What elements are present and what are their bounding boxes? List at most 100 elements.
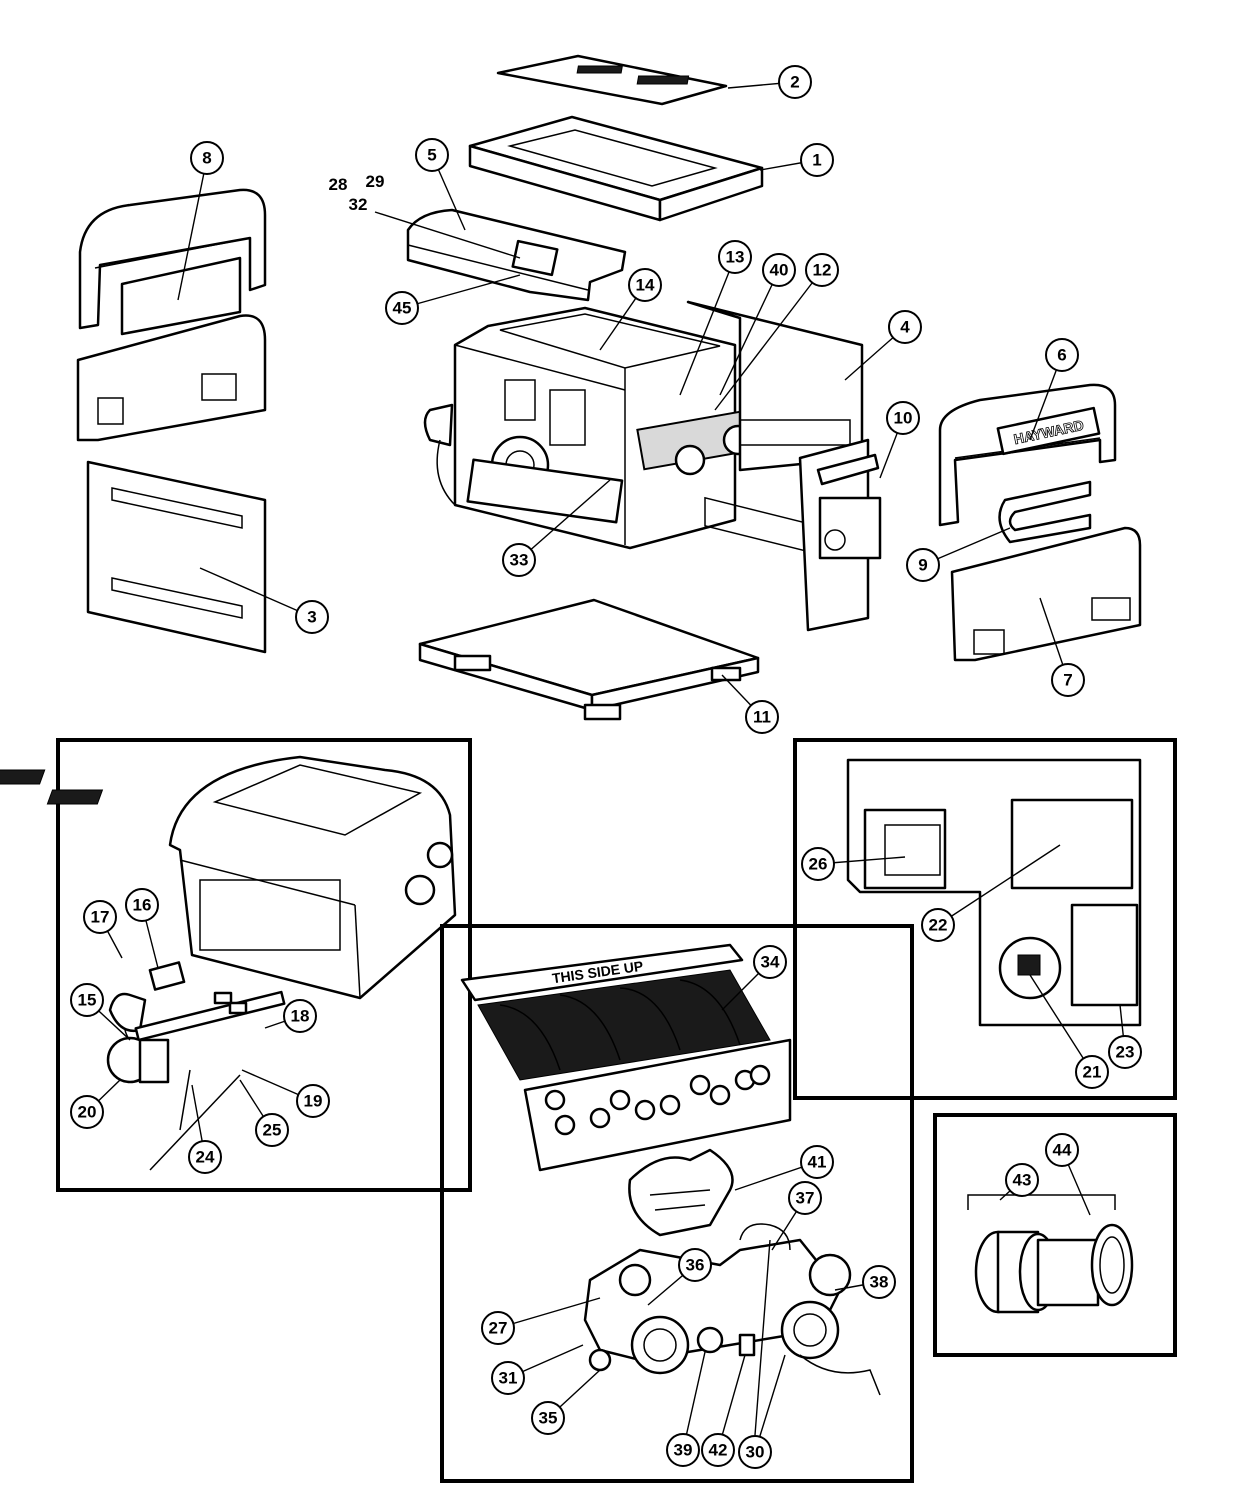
- callout-45: 45: [385, 291, 419, 325]
- callout-circle: [921, 908, 955, 942]
- leader-line-40: [719, 269, 780, 396]
- callout-number: 44: [1053, 1141, 1072, 1160]
- callout-17: 17: [83, 900, 117, 934]
- callout-30: 30: [738, 1435, 772, 1469]
- callout-circle: [800, 143, 834, 177]
- callout-41: 41: [800, 1145, 834, 1179]
- callout-number: 16: [133, 896, 152, 915]
- callout-number: 38: [870, 1273, 889, 1292]
- inset-frame-control: [793, 738, 1177, 1100]
- callout-34: 34: [753, 945, 787, 979]
- part-right-front-panel: [950, 526, 1142, 662]
- part-ignition-panel: [798, 438, 882, 632]
- callout-circle: [1045, 338, 1079, 372]
- callout-number: 40: [770, 261, 789, 280]
- leader-line-3: [199, 567, 313, 618]
- callout-label-28: 28: [329, 175, 348, 194]
- part-left-front-panel: [76, 314, 267, 442]
- callout-circle: [385, 291, 419, 325]
- callout-number: 3: [307, 608, 316, 627]
- callout-circle: [255, 1113, 289, 1147]
- callout-label-29: 29: [366, 172, 385, 191]
- callout-40: 40: [762, 253, 796, 287]
- callout-circle: [190, 141, 224, 175]
- callout-12: 12: [805, 253, 839, 287]
- part-blower-assembly: [106, 961, 286, 1171]
- callout-21: 21: [1075, 1055, 1109, 1089]
- callout-circle: [745, 700, 779, 734]
- callout-circle: [70, 983, 104, 1017]
- callout-2: 2: [778, 65, 812, 99]
- callout-14: 14: [628, 268, 662, 302]
- callout-number: 18: [291, 1007, 310, 1026]
- callout-number: 4: [900, 318, 910, 337]
- callout-number: 27: [489, 1319, 508, 1338]
- leader-line-33: [518, 479, 611, 561]
- callout-6: 6: [1045, 338, 1079, 372]
- callout-circle: [801, 847, 835, 881]
- callout-circle: [886, 401, 920, 435]
- callout-18: 18: [283, 999, 317, 1033]
- callout-4: 4: [888, 310, 922, 344]
- callout-circle: [1075, 1055, 1109, 1089]
- part-top-cover-plate: [496, 54, 728, 106]
- leader-line-12: [714, 269, 823, 411]
- callout-19: 19: [296, 1084, 330, 1118]
- callout-number: 42: [709, 1441, 728, 1460]
- callout-number: 17: [91, 908, 110, 927]
- callout-circle: [678, 1248, 712, 1282]
- callout-circle: [283, 999, 317, 1033]
- callout-circle: [628, 268, 662, 302]
- leader-line-45: [401, 274, 521, 309]
- callout-number: 15: [78, 991, 97, 1010]
- callout-number: 14: [636, 276, 655, 295]
- callout-number: 13: [726, 248, 745, 267]
- part-gasket: [628, 1148, 734, 1237]
- callout-circle: [295, 600, 329, 634]
- callout-circle: [70, 1095, 104, 1129]
- part-right-bezel: HAYWARD: [938, 383, 1117, 527]
- callout-8: 8: [190, 141, 224, 175]
- part-front-top-cover: [406, 208, 627, 302]
- part-gasket-loop: [998, 480, 1092, 544]
- callout-group: 1234567891011121314151617181920212223242…: [70, 65, 1142, 1469]
- callout-circle: [1005, 1163, 1039, 1197]
- leader-line-13: [679, 256, 736, 396]
- callout-16: 16: [125, 888, 159, 922]
- callout-circle: [888, 310, 922, 344]
- callout-number: 2: [790, 73, 799, 92]
- leader-line-21: [1029, 974, 1093, 1073]
- inset-frame-union: [933, 1113, 1177, 1357]
- callout-number: 5: [427, 146, 436, 165]
- callout-22: 22: [921, 908, 955, 942]
- callout-number: 19: [304, 1092, 323, 1111]
- callout-circle: [415, 138, 449, 172]
- part-control-panel: [846, 758, 1142, 1027]
- callout-number: 31: [499, 1369, 518, 1388]
- callout-13: 13: [718, 240, 752, 274]
- callout-number: 41: [808, 1153, 827, 1172]
- callout-circle: [1045, 1133, 1079, 1167]
- callout-1: 1: [800, 143, 834, 177]
- callout-circle: [778, 65, 812, 99]
- callout-number: 7: [1063, 671, 1072, 690]
- callout-circle: [862, 1265, 896, 1299]
- callout-11: 11: [745, 700, 779, 734]
- callout-circle: [1051, 663, 1085, 697]
- part-manifold: [583, 1223, 881, 1396]
- callout-number: 21: [1083, 1063, 1102, 1082]
- callout-label-32: 32: [349, 195, 368, 214]
- callout-circle: [762, 253, 796, 287]
- callout-31: 31: [491, 1361, 525, 1395]
- leader-line-8: [177, 157, 208, 301]
- callout-circle: [125, 888, 159, 922]
- callout-number: 37: [796, 1189, 815, 1208]
- callout-10: 10: [886, 401, 920, 435]
- callout-circle: [83, 900, 117, 934]
- callout-circle: [805, 253, 839, 287]
- callout-circle: [800, 1145, 834, 1179]
- callout-number: 11: [753, 708, 771, 727]
- callout-number: 23: [1116, 1043, 1135, 1062]
- callout-number: 12: [813, 261, 832, 280]
- callout-circle: [906, 548, 940, 582]
